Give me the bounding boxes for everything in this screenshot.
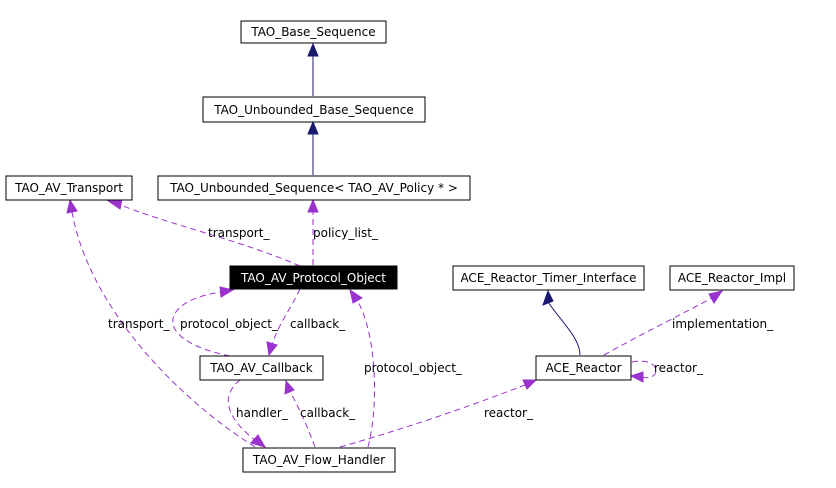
edge-inherit-unbounded-base-to-base	[307, 42, 319, 96]
node-label: TAO_Base_Sequence	[250, 25, 375, 39]
node-tao-unbounded-base-sequence[interactable]: TAO_Unbounded_Base_Sequence	[202, 96, 426, 123]
node-label: TAO_AV_Protocol_Object	[240, 271, 386, 285]
edge-inherit-unbounded-seq-to-unbounded-base	[307, 120, 319, 175]
edge-usage-implementation	[603, 290, 724, 356]
edge-inherit-reactor-to-timer-interface	[542, 289, 581, 356]
edge-usage-protocol-object-right	[349, 288, 376, 448]
edge-usage-policy-list	[307, 198, 319, 265]
node-ace-reactor-timer-interface[interactable]: ACE_Reactor_Timer_Interface	[452, 265, 645, 291]
edge-usage-handler	[227, 379, 267, 448]
label-implementation: implementation_	[672, 317, 774, 331]
edge-usage-reactor-self	[629, 360, 657, 383]
node-ace-reactor-impl[interactable]: ACE_Reactor_Impl	[669, 265, 795, 291]
node-tao-av-transport[interactable]: TAO_AV_Transport	[5, 175, 133, 201]
node-label: ACE_Reactor_Timer_Interface	[460, 271, 636, 285]
label-reactor-self: reactor_	[654, 361, 704, 375]
label-callback-bottom: callback_	[300, 406, 356, 420]
label-transport-left: transport_	[108, 317, 170, 331]
node-tao-av-callback[interactable]: TAO_AV_Callback	[199, 355, 324, 381]
label-policy-list: policy_list_	[313, 226, 379, 240]
node-label: TAO_AV_Transport	[14, 181, 123, 195]
node-label: TAO_Unbounded_Sequence< TAO_AV_Policy * …	[169, 181, 458, 195]
node-tao-unbounded-sequence-policy[interactable]: TAO_Unbounded_Sequence< TAO_AV_Policy * …	[157, 175, 471, 201]
node-label: ACE_Reactor	[545, 361, 621, 375]
edge-usage-callback-bottom	[284, 379, 316, 448]
node-tao-av-flow-handler[interactable]: TAO_AV_Flow_Handler	[242, 447, 396, 473]
label-handler: handler_	[236, 406, 289, 420]
node-tao-base-sequence[interactable]: TAO_Base_Sequence	[240, 20, 387, 44]
edge-usage-callback-top	[266, 288, 301, 357]
node-label: ACE_Reactor_Impl	[678, 271, 786, 285]
label-transport-top: transport_	[208, 226, 270, 240]
label-callback-top: callback_	[290, 317, 346, 331]
node-label: TAO_AV_Flow_Handler	[252, 453, 385, 467]
label-reactor: reactor_	[484, 406, 534, 420]
node-label: TAO_AV_Callback	[209, 361, 312, 375]
node-ace-reactor[interactable]: ACE_Reactor	[535, 355, 632, 381]
edge-usage-transport-left	[66, 198, 256, 448]
edge-usage-reactor	[339, 379, 538, 448]
label-protocol-object-right: protocol_object_	[364, 361, 463, 375]
node-label: TAO_Unbounded_Base_Sequence	[213, 103, 413, 117]
edge-usage-transport-top	[105, 198, 301, 267]
label-protocol-object-left: protocol_object_	[180, 317, 279, 331]
node-tao-av-protocol-object[interactable]: TAO_AV_Protocol_Object	[229, 265, 398, 290]
